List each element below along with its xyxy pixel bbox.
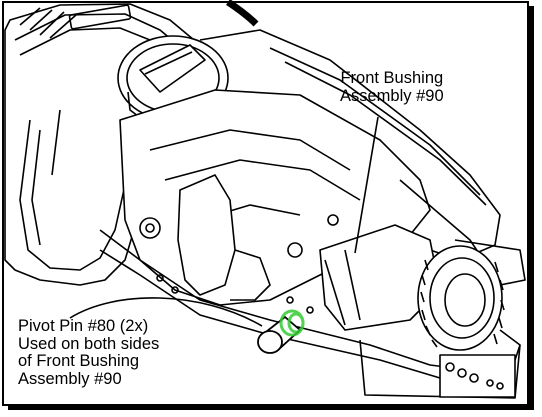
front-bushing-label: Front Bushing Assembly #90 [340,69,444,105]
pivot-pin-label: Pivot Pin #80 (2x) Used on both sides of… [18,317,160,388]
top-curve [226,0,259,27]
tool-body [4,3,526,399]
pin-highlight [279,309,305,337]
pivot-pin-label-line-3: of Front Bushing [18,352,140,370]
pivot-pin-label-line-2: Used on both sides [18,334,160,353]
leader-front-bushing [354,116,379,254]
pivot-pin-label-line-1: Pivot Pin #80 (2x) [18,317,149,335]
front-bushing-label-line-1: Front Bushing [340,69,444,87]
front-bushing-label-line-2: Assembly #90 [340,86,444,105]
pivot-pin-label-line-4: Assembly #90 [18,369,122,388]
leader-pivot-pin [69,297,263,327]
